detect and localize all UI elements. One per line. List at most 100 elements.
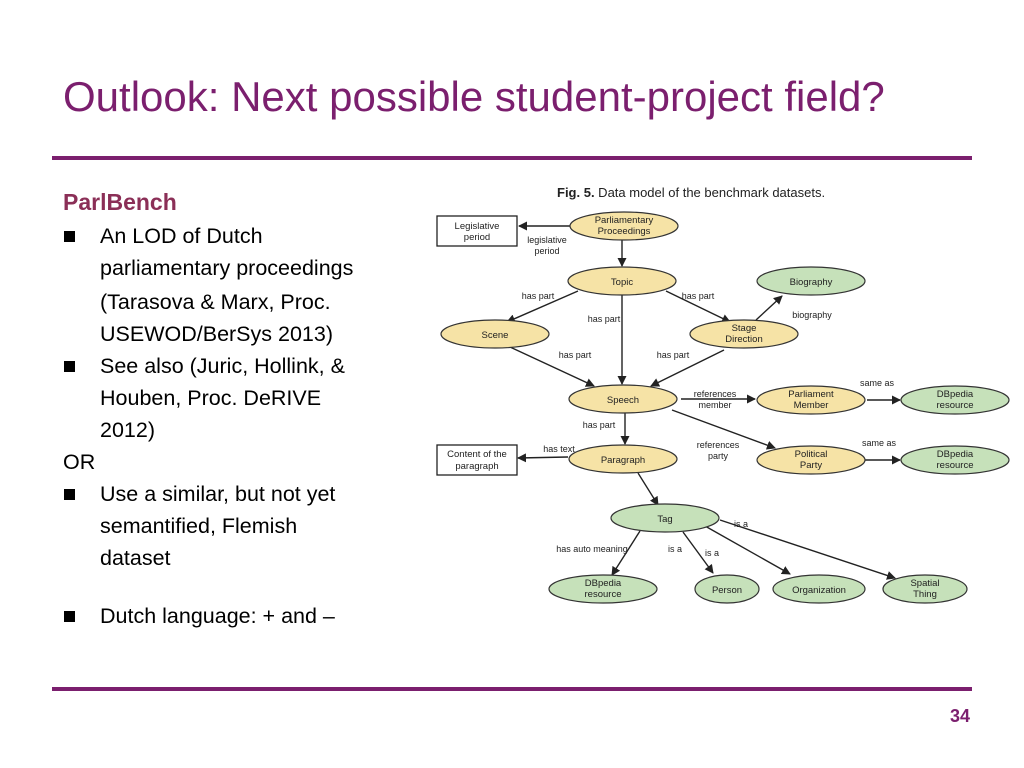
bullet-line: Dutch language: + and – <box>100 604 335 628</box>
edge-label: has part <box>559 350 592 360</box>
bullet-line: dataset <box>100 546 171 570</box>
node-label: period <box>464 232 490 243</box>
dbpedia-resource-node <box>548 574 658 604</box>
caption-text: Data model of the benchmark datasets. <box>595 185 826 200</box>
content-of-paragraph-node <box>436 444 518 476</box>
node-label: Party <box>800 460 822 471</box>
node-label: Speech <box>607 395 639 406</box>
left-text-column: ParlBench An LOD of Dutch parliamentary … <box>63 186 423 632</box>
edge-label: member <box>698 400 731 410</box>
edge-label: has part <box>657 350 690 360</box>
edge-label: party <box>708 451 729 461</box>
node-label: Person <box>712 585 742 596</box>
or-text: OR <box>63 450 96 474</box>
section-heading: ParlBench <box>63 189 177 215</box>
bullet-item: Use a similar, but not yet semantified, … <box>63 478 423 574</box>
edge-label: has text <box>543 444 575 454</box>
edge-label: references <box>694 389 737 399</box>
square-bullet-icon <box>64 489 75 500</box>
node-label: resource <box>937 400 974 411</box>
citation-block: (Tarasova & Marx, Proc. USEWOD/BerSys 20… <box>63 286 423 350</box>
footer-divider <box>52 687 972 691</box>
tag-node <box>610 503 720 533</box>
edge-stage-speech <box>650 349 725 387</box>
edge-topic-stage <box>665 290 731 323</box>
edge-label: has auto meaning <box>556 544 628 554</box>
bullet-item: Dutch language: + and – <box>63 600 423 632</box>
node-label: paragraph <box>455 461 498 472</box>
citation-line: USEWOD/BerSys 2013) <box>100 322 333 346</box>
edge-tag-spatial <box>719 519 896 580</box>
node-label: Spatial <box>910 578 939 589</box>
spatial-thing-node <box>882 574 968 604</box>
node-label: Scene <box>482 330 509 341</box>
node-label: DBpedia <box>585 578 622 589</box>
edge-label: references <box>697 440 740 450</box>
edge-paragraph-tag <box>637 472 659 506</box>
node-label: Member <box>794 400 829 411</box>
edge-label: same as <box>860 378 895 388</box>
person-node <box>694 574 760 604</box>
stage-direction-node <box>689 319 799 349</box>
bullet-line: 2012) <box>100 418 155 442</box>
edge-label: same as <box>862 438 897 448</box>
edge-topic-scene <box>506 290 579 323</box>
node-label: Content of the <box>447 449 507 460</box>
biography-node <box>756 266 866 296</box>
node-label: Biography <box>790 277 833 288</box>
title-divider <box>52 156 972 160</box>
edge-speech-party <box>671 409 776 450</box>
node-label: Topic <box>611 277 633 288</box>
parliament-member-node <box>756 385 866 415</box>
node-label: Paragraph <box>601 455 645 466</box>
node-label: Tag <box>657 514 672 525</box>
edge-label: has part <box>522 291 555 301</box>
node-label: Proceedings <box>598 226 651 237</box>
square-bullet-icon <box>64 611 75 622</box>
edge-label: period <box>534 246 559 256</box>
speech-node <box>568 384 678 414</box>
edge-label: is a <box>734 519 748 529</box>
node-label: resource <box>585 589 622 600</box>
topic-node <box>567 266 677 296</box>
edge-label: has part <box>682 291 715 301</box>
dbpedia-resource-node <box>900 385 1010 415</box>
edge-tag-dbpedia <box>611 530 641 576</box>
bullet-item: An LOD of Dutch parliamentary proceeding… <box>63 220 423 284</box>
bullet-line: Use a similar, but not yet <box>100 482 336 506</box>
edge-tag-organization <box>704 525 791 575</box>
edge-stage-biography <box>755 295 783 321</box>
bullet-line: An LOD of Dutch <box>100 224 263 248</box>
caption-label: Fig. 5. <box>557 185 595 200</box>
edge-tag-person <box>682 531 714 574</box>
scene-node <box>440 319 550 349</box>
node-label: Parliament <box>788 389 834 400</box>
dbpedia-resource-node <box>900 445 1010 475</box>
page-number: 34 <box>949 706 970 726</box>
node-label: Organization <box>792 585 846 596</box>
edge-label: is a <box>705 548 719 558</box>
bullet-line: Houben, Proc. DeRIVE <box>100 386 322 410</box>
political-party-node <box>756 445 866 475</box>
bullet-line: parliamentary proceedings <box>100 256 354 280</box>
node-label: DBpedia <box>937 449 974 460</box>
node-label: Political <box>795 449 828 460</box>
edge-label: has part <box>588 314 621 324</box>
bullet-line: See also (Juric, Hollink, & <box>100 354 345 378</box>
edge-paragraph-content <box>517 453 569 463</box>
edge-label: is a <box>668 544 682 554</box>
node-label: Legislative <box>455 221 500 232</box>
organization-node <box>772 574 866 604</box>
parliamentary-proceedings-node <box>569 211 679 241</box>
edge-label: legislative <box>527 235 567 245</box>
node-label: DBpedia <box>937 389 974 400</box>
node-label: resource <box>937 460 974 471</box>
square-bullet-icon <box>64 231 75 242</box>
bullet-item: See also (Juric, Hollink, & Houben, Proc… <box>63 350 423 446</box>
figure-caption: Fig. 5. Data model of the benchmark data… <box>557 185 825 200</box>
edge-label: biography <box>792 310 832 320</box>
edge-label: has part <box>583 420 616 430</box>
edge-scene-speech <box>509 346 595 387</box>
node-label: Direction <box>725 334 763 345</box>
